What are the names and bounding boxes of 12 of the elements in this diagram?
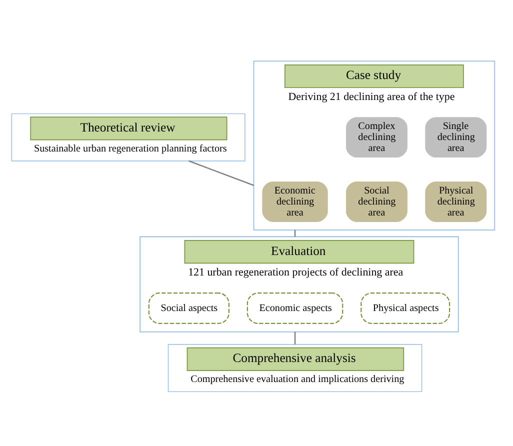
node-box: Social aspects <box>148 292 230 324</box>
node-box: Comprehensive analysis Comprehensive evaluation and implications deriving <box>168 344 422 392</box>
node-box: Complex declining area <box>346 117 408 158</box>
node-box: Physical declining area <box>425 182 487 222</box>
node-box: Economic aspects <box>246 292 344 324</box>
node-box: Economic declining area <box>262 182 328 222</box>
node-box: Theoretical review Sustainable urban regeneration planning factors <box>11 113 246 162</box>
node-box: Physical aspects <box>360 292 450 324</box>
node-box: Single declining area <box>425 117 487 158</box>
connector <box>294 332 296 344</box>
connector <box>188 160 254 186</box>
node-box: Social declining area <box>346 182 408 222</box>
